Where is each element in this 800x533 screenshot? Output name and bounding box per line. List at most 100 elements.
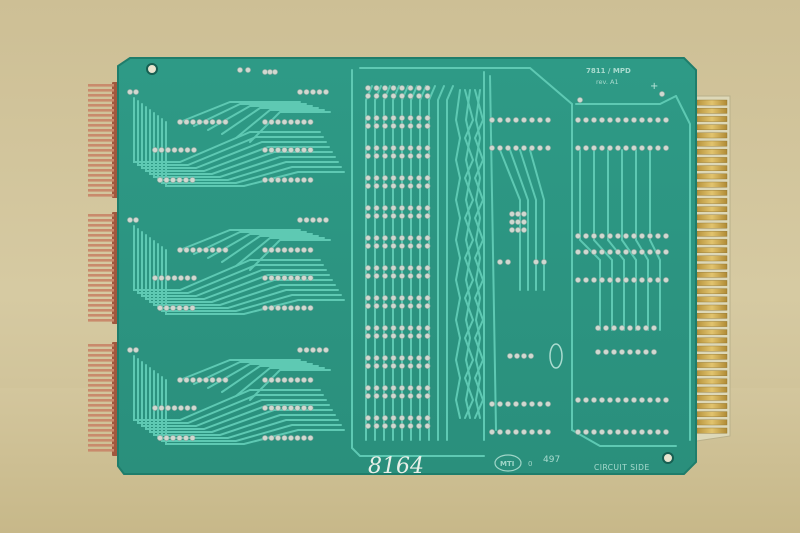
- solder-pad: [301, 275, 307, 281]
- solder-pad: [591, 145, 597, 151]
- solder-pad: [399, 423, 405, 429]
- solder-pad: [424, 385, 431, 391]
- solder-pad: [382, 235, 388, 241]
- solder-pad: [416, 273, 422, 279]
- header-pin: [88, 314, 114, 317]
- solder-pad: [515, 219, 521, 225]
- solder-pad: [399, 393, 405, 399]
- gold-finger: [696, 337, 728, 344]
- header-pin: [88, 234, 114, 237]
- solder-pad: [301, 405, 307, 411]
- solder-pad: [528, 353, 534, 359]
- solder-pad: [189, 435, 196, 441]
- solder-pad: [607, 117, 613, 123]
- solder-pad: [521, 117, 527, 123]
- solder-pad: [651, 349, 657, 355]
- solder-pad: [639, 429, 645, 435]
- solder-pad: [529, 145, 535, 151]
- header-pin: [88, 134, 114, 137]
- solder-pad: [157, 177, 163, 183]
- solder-pad: [663, 429, 669, 435]
- solder-pad: [176, 435, 183, 441]
- solder-pad: [294, 119, 301, 125]
- solder-pad: [268, 275, 275, 281]
- solder-pad: [505, 259, 511, 265]
- solder-pad: [615, 117, 621, 123]
- solder-pad: [307, 119, 314, 125]
- solder-pad: [515, 211, 521, 217]
- solder-pad: [663, 233, 669, 239]
- solder-pad: [133, 89, 139, 95]
- solder-pad: [583, 277, 589, 283]
- solder-pad: [390, 423, 397, 429]
- solder-pad: [365, 93, 371, 99]
- solder-pad: [424, 273, 431, 279]
- solder-pad: [382, 123, 388, 129]
- solder-pad: [216, 247, 222, 253]
- copper-trace: [351, 69, 485, 457]
- gold-finger: [696, 206, 728, 213]
- solder-pad: [623, 429, 629, 435]
- solder-pad: [216, 377, 222, 383]
- copper-trace: [153, 112, 336, 178]
- solder-pad: [399, 303, 405, 309]
- header-pin: [88, 354, 114, 357]
- gold-finger: [696, 354, 728, 360]
- solder-pad: [268, 177, 275, 183]
- solder-pad: [399, 85, 405, 91]
- solder-pad: [545, 429, 551, 435]
- header-pin: [88, 229, 114, 232]
- gold-finger: [696, 239, 728, 245]
- solder-pad: [497, 429, 503, 435]
- solder-pad: [133, 347, 139, 353]
- solder-pad: [183, 119, 190, 125]
- copper-trace: [161, 376, 342, 442]
- solder-pad: [623, 249, 629, 255]
- solder-pad: [288, 275, 294, 281]
- solder-pad: [365, 175, 371, 181]
- solder-pad: [591, 249, 597, 255]
- solder-pad: [399, 175, 405, 181]
- solder-pad: [647, 249, 653, 255]
- solder-pad: [424, 235, 431, 241]
- copper-trace: [499, 149, 521, 291]
- solder-pad: [294, 405, 301, 411]
- header-pin: [88, 249, 114, 252]
- solder-pad: [281, 247, 288, 253]
- solder-pad: [651, 325, 657, 331]
- header-pin: [88, 104, 114, 107]
- solder-pad: [165, 275, 171, 281]
- solder-pad: [294, 377, 301, 383]
- header-pin: [88, 169, 114, 172]
- solder-pad: [222, 247, 229, 253]
- solder-pad: [310, 89, 316, 95]
- solder-pad: [663, 277, 669, 283]
- solder-pad: [489, 145, 495, 151]
- solder-pad: [373, 355, 380, 361]
- solder-pad: [424, 333, 431, 339]
- solder-pad: [183, 247, 190, 253]
- solder-pad: [163, 435, 170, 441]
- solder-pad: [521, 401, 527, 407]
- solder-pad: [390, 325, 397, 331]
- solder-pad: [424, 295, 431, 301]
- solder-pad: [281, 405, 288, 411]
- copper-trace: [145, 106, 330, 172]
- copper-trace: [509, 149, 529, 291]
- solder-pad: [599, 429, 605, 435]
- solder-pad: [407, 205, 414, 211]
- solder-pad: [190, 377, 196, 383]
- solder-pad: [627, 349, 633, 355]
- solder-pad: [307, 405, 314, 411]
- copper-trace: [179, 229, 301, 251]
- copper-trace: [149, 237, 333, 303]
- solder-pad: [158, 147, 165, 153]
- solder-pad: [407, 115, 414, 121]
- solder-pad: [281, 119, 288, 125]
- solder-pad: [521, 219, 527, 225]
- solder-pad: [623, 233, 629, 239]
- solder-pad: [382, 295, 388, 301]
- solder-pad: [390, 145, 397, 151]
- solder-pad: [203, 377, 209, 383]
- solder-pad: [176, 177, 183, 183]
